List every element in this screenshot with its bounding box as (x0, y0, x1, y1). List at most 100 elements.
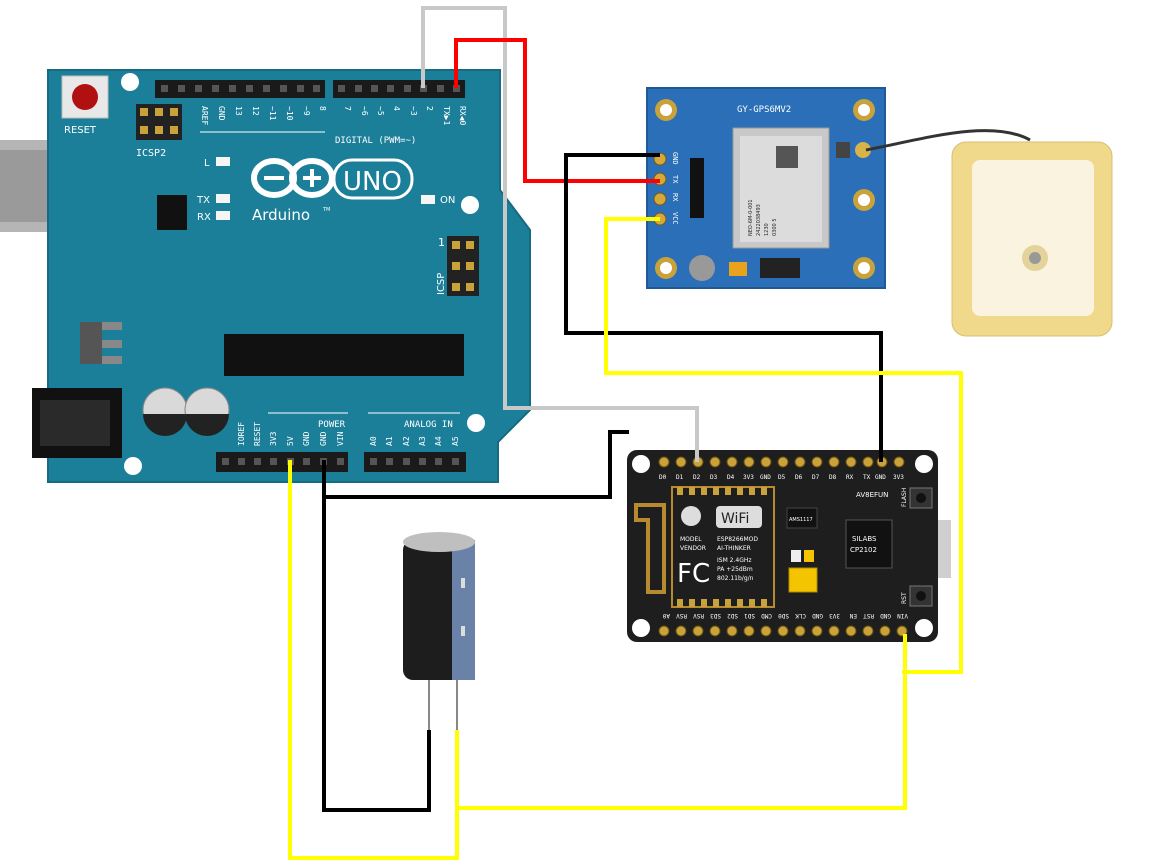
svg-text:GND: GND (812, 612, 823, 619)
nodemcu-board: D0 D1 D2 D3 D4 3V3 GND D5 D6 D7 D8 RX TX… (627, 450, 951, 642)
icsp2-label: ICSP2 (136, 148, 166, 159)
wire-yellow-5v-cap (288, 460, 459, 860)
svg-text:A4: A4 (434, 436, 443, 446)
wire-yellow-gps-vcc (604, 217, 963, 674)
wire-gray-d2 (421, 6, 699, 462)
nodemcu-top-pin-labels: D0 D1 D2 D3 D4 3V3 GND D5 D6 D7 D8 RX TX… (659, 474, 904, 481)
svg-text:SD1: SD1 (744, 612, 755, 619)
analog-pin-labels: A0 A1 A2 A3 A4 A5 (369, 436, 460, 446)
svg-text:ISM 2.4GHz: ISM 2.4GHz (717, 557, 752, 564)
svg-text:A0: A0 (662, 612, 670, 619)
svg-text:RST: RST (863, 612, 874, 619)
antenna-cable (865, 129, 1031, 152)
wires (288, 6, 963, 860)
voltage-regulator (80, 322, 102, 364)
pin-label-11: ~11 (268, 106, 277, 121)
digital-header-right (333, 80, 465, 98)
icsp-header (447, 236, 479, 296)
pin-label-12: 12 (251, 106, 260, 116)
gps-board-label: GY-GPS6MV2 (737, 105, 791, 115)
pin-label-4: 4 (392, 106, 401, 111)
usb-chip (157, 195, 187, 230)
svg-text:A2: A2 (402, 436, 411, 446)
svg-text:RSV: RSV (676, 612, 687, 619)
svg-text:CMD: CMD (761, 612, 772, 619)
pcb-antenna (634, 503, 666, 594)
tantalum-capacitor (788, 567, 818, 593)
antenna-patch (972, 160, 1094, 316)
nodemcu-bottom-pins (658, 625, 908, 637)
svg-text:GND: GND (760, 474, 771, 481)
digital-header-left (155, 80, 325, 98)
power-header (216, 452, 348, 472)
svg-text:D3: D3 (710, 474, 718, 481)
nodemcu-bottom-pin-labels: A0 RSV RSV SD3 SD2 SD1 CMD SD0 CLK GND 3… (662, 612, 908, 619)
wifi-logo (716, 506, 762, 528)
svg-text:5V: 5V (286, 436, 295, 446)
svg-text:1230: 1230 (764, 223, 770, 236)
svg-text:GND: GND (671, 152, 679, 165)
svg-text:AI-THINKER: AI-THINKER (717, 545, 751, 552)
svg-text:ESP8266MOD: ESP8266MOD (717, 536, 758, 543)
led-rx (216, 211, 230, 220)
svg-text:SD0: SD0 (778, 612, 789, 619)
svg-text:GND: GND (319, 431, 328, 446)
svg-text:802.11b/g/n: 802.11b/g/n (717, 575, 754, 582)
svg-text:D7: D7 (812, 474, 820, 481)
icsp-pin1-label: 1 (438, 236, 445, 249)
svg-text:A5: A5 (451, 436, 460, 446)
pin-label-6: ~6 (360, 106, 369, 116)
pin-label-8: 8 (318, 106, 327, 111)
svg-text:3V3: 3V3 (829, 612, 840, 619)
svg-text:SILABS: SILABS (852, 535, 877, 543)
capacitor-stripe (452, 540, 475, 680)
svg-text:GND: GND (875, 474, 886, 481)
pin-label-rx0: RX◀0 (458, 106, 467, 125)
svg-text:3V3: 3V3 (893, 474, 904, 481)
wire-black-gnd-cap (322, 460, 431, 812)
svg-text:VIN: VIN (336, 431, 345, 446)
svg-text:D5: D5 (778, 474, 786, 481)
espressif-logo (681, 506, 701, 526)
icsp2-header (136, 104, 182, 140)
arduino-brand-label: Arduino (252, 206, 310, 224)
svg-text:CLK: CLK (795, 612, 806, 619)
svg-text:D1: D1 (676, 474, 684, 481)
svg-text:3V3: 3V3 (743, 474, 754, 481)
gps-module: GY-GPS6MV2 NEO-6M-0-001 2422038493 1230 … (646, 87, 886, 289)
svg-text:WiFi: WiFi (721, 511, 749, 527)
svg-text:D8: D8 (829, 474, 837, 481)
svg-text:AMS1117: AMS1117 (789, 517, 813, 523)
electrolytic-capacitor (403, 532, 475, 730)
wire-red-gps-tx (454, 38, 660, 183)
analog-label: ANALOG IN (404, 420, 453, 430)
svg-text:RX: RX (846, 474, 854, 481)
arduino-logo (251, 158, 414, 200)
ams1117-regulator (786, 507, 818, 529)
led-l (216, 157, 230, 166)
svg-text:TX: TX (671, 175, 679, 184)
rst-label: RST (901, 592, 908, 604)
svg-text:RSV: RSV (693, 612, 704, 619)
reset-label: RESET (64, 125, 97, 136)
svg-text:D4: D4 (727, 474, 735, 481)
svg-text:TM: TM (322, 207, 330, 213)
svg-text:EN: EN (849, 612, 857, 619)
gps-pin-rx (653, 192, 667, 206)
qr-code (776, 146, 798, 168)
arduino-uno-board: RESET ICSP2 AREF GND 13 12 ~11 (0, 69, 531, 483)
svg-text:A1: A1 (385, 436, 394, 446)
svg-text:0300 5: 0300 5 (772, 219, 778, 237)
atmega-chip (224, 334, 464, 376)
wire-black-gnd-nodemcu (324, 430, 629, 499)
svg-text:TX: TX (863, 474, 871, 481)
pin-label-7: 7 (343, 106, 352, 111)
svg-text:NEO-6M-0-001: NEO-6M-0-001 (748, 199, 754, 236)
led-l-label: L (204, 158, 210, 169)
led-tx-label: TX (196, 195, 210, 206)
svg-text:CP2102: CP2102 (850, 546, 877, 554)
icsp-label: ICSP (436, 273, 447, 295)
power-pin-labels: IOREF RESET 3V3 5V GND GND VIN (237, 422, 345, 446)
svg-text:2422038493: 2422038493 (756, 204, 762, 236)
pin-label-5: ~5 (376, 106, 385, 116)
